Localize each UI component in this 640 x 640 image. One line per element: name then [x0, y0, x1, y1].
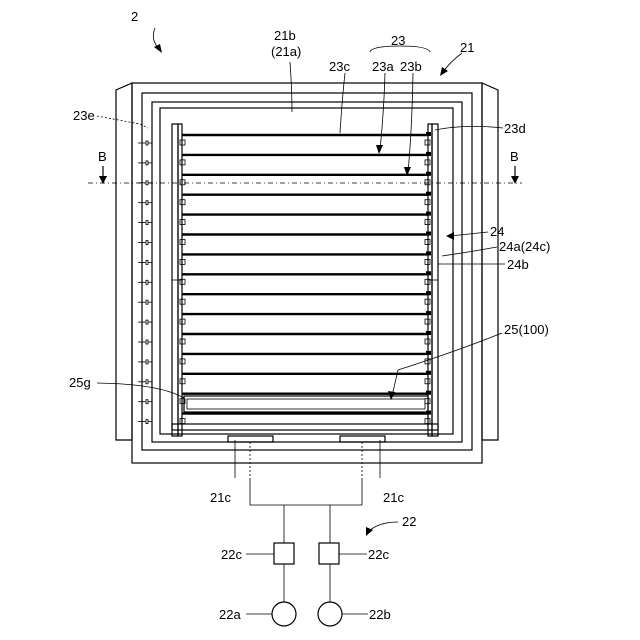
shelf-clip-23d: [426, 232, 431, 236]
connector-block: [146, 300, 148, 304]
label-21c-left: 21c: [210, 490, 231, 505]
connector-block: [146, 260, 148, 264]
label-22a: 22a: [219, 607, 241, 622]
label-22b: 22b: [369, 607, 391, 622]
label-21b: 21b: [274, 28, 296, 43]
connector-block: [146, 420, 148, 424]
label-22: 22: [402, 514, 416, 529]
connector-block: [146, 400, 148, 404]
pipes: [250, 442, 362, 626]
label-23: 23: [391, 33, 405, 48]
shelf-clip-23d: [426, 212, 431, 216]
label-23a: 23a: [372, 59, 394, 74]
valve-22c-left: [274, 543, 294, 564]
shelf-clip-23d: [426, 331, 431, 335]
label-25g: 25g: [69, 375, 91, 390]
shelf-clip-23d: [426, 271, 431, 275]
label-25: 25(100): [504, 322, 549, 337]
label-b-right: B: [510, 149, 519, 164]
shelf-plates: [180, 132, 431, 424]
shelf-clip-23d: [426, 371, 431, 375]
shelf-clip-23d: [426, 311, 431, 315]
label-b-left: B: [98, 149, 107, 164]
pump-22a: [272, 602, 296, 626]
label-21c-right: 21c: [383, 490, 404, 505]
connector-block: [146, 161, 148, 165]
label-23b: 23b: [400, 59, 422, 74]
connector-block: [146, 181, 148, 185]
pump-22b: [318, 602, 342, 626]
base-plate: [172, 424, 438, 442]
shelf-clip-23d: [426, 152, 431, 156]
label-21: 21: [460, 40, 474, 55]
connector-block: [146, 221, 148, 225]
label-23e: 23e: [73, 108, 95, 123]
connector-block: [146, 320, 148, 324]
connector-block: [146, 201, 148, 205]
rack-columns: [172, 124, 438, 436]
connector-block: [146, 340, 148, 344]
reference-labels: 2 21b (21a) 23 21 23c 23a 23b 23e 23d B …: [69, 9, 550, 622]
leader-lines: [97, 28, 505, 614]
label-22c-right: 22c: [368, 547, 389, 562]
label-24: 24: [490, 224, 504, 239]
shelf-clip-23d: [426, 192, 431, 196]
shelf-clip-23d: [426, 351, 431, 355]
shelf-clip-23d: [426, 291, 431, 295]
connector-block: [146, 380, 148, 384]
label-24a: 24a(24c): [499, 239, 550, 254]
outer-housing: [116, 83, 498, 463]
label-24b: 24b: [507, 257, 529, 272]
shelf-clip-23d: [426, 172, 431, 176]
shelf-clip-23d: [426, 132, 431, 136]
connector-block: [146, 360, 148, 364]
shelf-clip-23d: [426, 251, 431, 255]
label-2: 2: [131, 9, 138, 24]
connector-block: [146, 241, 148, 245]
valve-22c-right: [319, 543, 339, 564]
label-23d: 23d: [504, 121, 526, 136]
label-22c-left: 22c: [221, 547, 242, 562]
shelf-clip-23d: [426, 391, 431, 395]
connector-block: [146, 280, 148, 284]
label-23c: 23c: [329, 59, 350, 74]
connector-block: [146, 141, 148, 145]
label-21a: (21a): [271, 44, 301, 59]
